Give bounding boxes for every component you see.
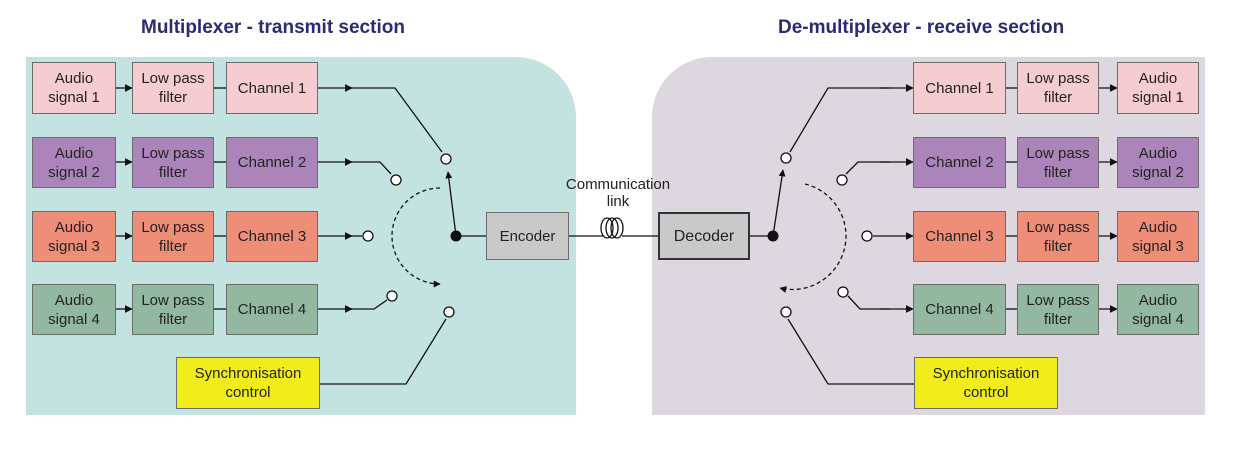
communication-link-label: Communication link — [565, 176, 671, 210]
rx-audio-signal-4: Audio signal 4 — [1117, 284, 1199, 335]
tx-channel-3: Channel 3 — [226, 211, 318, 262]
rx-channel-4: Channel 4 — [913, 284, 1006, 335]
tx-audio-signal-2: Audio signal 2 — [32, 137, 116, 188]
rx-channel-3: Channel 3 — [913, 211, 1006, 262]
tx-low-pass-filter-1: Low pass filter — [132, 62, 214, 114]
rx-low-pass-filter-2: Low pass filter — [1017, 137, 1099, 188]
receive-section-title: De-multiplexer - receive section — [778, 17, 1065, 38]
rx-low-pass-filter-3: Low pass filter — [1017, 211, 1099, 262]
rx-low-pass-filter-1: Low pass filter — [1017, 62, 1099, 114]
decoder-box: Decoder — [658, 212, 750, 260]
encoder-box: Encoder — [486, 212, 569, 260]
tx-audio-signal-4: Audio signal 4 — [32, 284, 116, 335]
transmit-section-title: Multiplexer - transmit section — [141, 17, 405, 38]
rx-channel-2: Channel 2 — [913, 137, 1006, 188]
tx-synchronisation-control: Synchronisation control — [176, 357, 320, 409]
rx-audio-signal-2: Audio signal 2 — [1117, 137, 1199, 188]
tx-audio-signal-1: Audio signal 1 — [32, 62, 116, 114]
tx-low-pass-filter-3: Low pass filter — [132, 211, 214, 262]
rx-channel-1: Channel 1 — [913, 62, 1006, 114]
tx-channel-2: Channel 2 — [226, 137, 318, 188]
rx-low-pass-filter-4: Low pass filter — [1017, 284, 1099, 335]
rx-audio-signal-3: Audio signal 3 — [1117, 211, 1199, 262]
tx-audio-signal-3: Audio signal 3 — [32, 211, 116, 262]
tx-low-pass-filter-2: Low pass filter — [132, 137, 214, 188]
rx-audio-signal-1: Audio signal 1 — [1117, 62, 1199, 114]
rx-synchronisation-control: Synchronisation control — [914, 357, 1058, 409]
tx-low-pass-filter-4: Low pass filter — [132, 284, 214, 335]
tx-channel-4: Channel 4 — [226, 284, 318, 335]
tx-channel-1: Channel 1 — [226, 62, 318, 114]
